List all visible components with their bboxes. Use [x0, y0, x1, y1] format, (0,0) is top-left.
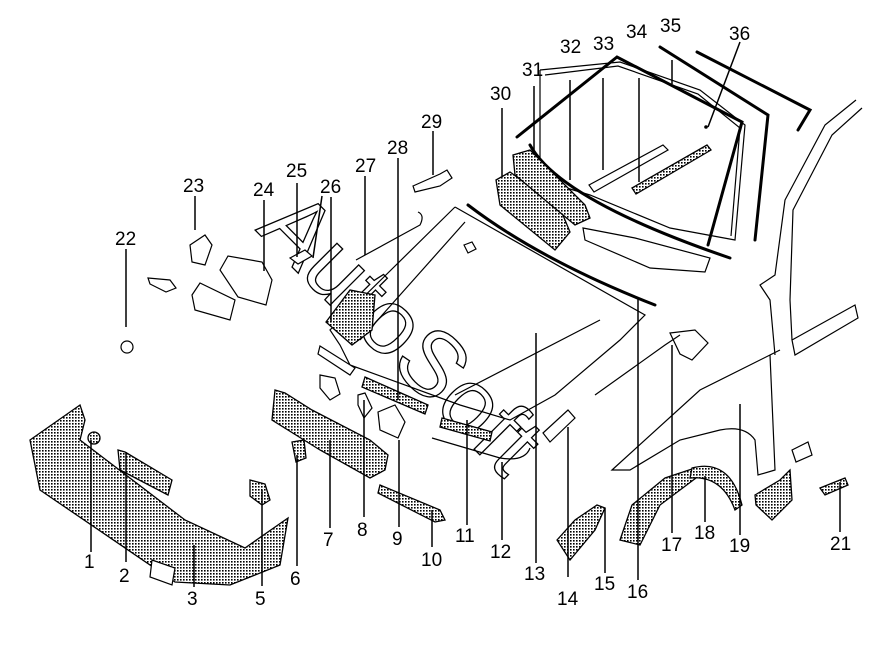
hood-seal	[466, 203, 657, 307]
callout-26: 26	[320, 177, 341, 198]
grille-trim-lower	[439, 417, 493, 442]
callout-18: 18	[694, 523, 715, 544]
bumper-bracket-right	[249, 479, 271, 506]
callout-19: 19	[729, 536, 750, 557]
reflector-strip	[317, 345, 356, 376]
lower-spoiler	[377, 484, 446, 523]
callout-35: 35	[660, 16, 681, 37]
callouts: 1 2 3 5 6 7 8 9 10 11 12 13 14 15 16 17 …	[84, 16, 851, 610]
callout-6: 6	[290, 569, 301, 590]
callout-30: 30	[490, 84, 511, 105]
bumper-grille-insert	[117, 449, 173, 496]
callout-27: 27	[355, 156, 376, 177]
bulb	[120, 340, 134, 354]
hood-lock-striker	[542, 409, 576, 443]
callout-2: 2	[119, 566, 130, 587]
grille-trim-upper	[361, 376, 429, 415]
callout-12: 12	[490, 542, 511, 563]
wiper-arm	[588, 144, 669, 193]
callout-23: 23	[183, 176, 204, 197]
grille-clip	[291, 439, 307, 463]
hood-latch-bracket	[319, 374, 341, 401]
callout-11: 11	[455, 526, 475, 547]
leader-lines	[90, 41, 841, 587]
callout-36: 36	[729, 24, 750, 45]
callout-14: 14	[557, 589, 579, 610]
plenum-housing	[495, 171, 571, 251]
side-repeater	[818, 477, 849, 496]
radiator-crossmember	[271, 389, 389, 479]
headlamp	[219, 255, 273, 306]
hood-release-cable	[431, 437, 531, 460]
callout-33: 33	[593, 34, 614, 55]
callout-5: 5	[255, 589, 266, 610]
callout-31: 31	[522, 60, 543, 81]
hood-release-lever	[669, 329, 709, 361]
callout-10: 10	[421, 550, 442, 571]
a-pillar	[759, 99, 863, 356]
callout-32: 32	[560, 37, 581, 58]
hood-insulation	[325, 289, 376, 346]
wiper-motor-cover	[512, 149, 591, 226]
wheel-arch-liner	[689, 465, 743, 512]
callout-34: 34	[626, 22, 648, 43]
callout-21: 21	[830, 534, 851, 555]
roof-moulding	[658, 45, 770, 242]
windshield-seal	[515, 55, 744, 247]
callout-29: 29	[421, 112, 442, 133]
hood-prop-rod	[355, 211, 423, 261]
lamp-bracket	[147, 277, 177, 293]
bumper-emblem	[87, 431, 101, 445]
headlamp-adjuster	[288, 249, 314, 265]
washer-nozzle	[463, 241, 477, 254]
fender-liner-front	[556, 504, 606, 562]
callout-24: 24	[253, 180, 275, 201]
callout-17: 17	[661, 535, 682, 556]
wiper-blade	[631, 144, 712, 195]
splash-shield	[619, 467, 701, 546]
callout-13: 13	[524, 564, 545, 585]
callout-15: 15	[594, 574, 615, 595]
callout-8: 8	[357, 520, 368, 541]
fog-lamp	[189, 234, 213, 266]
headlamp-lens	[191, 282, 236, 321]
callout-28: 28	[387, 138, 408, 159]
side-indicator	[791, 441, 813, 463]
callout-1: 1	[84, 552, 95, 573]
cowl-panel	[582, 227, 711, 273]
front-bumper	[29, 403, 289, 586]
callout-7: 7	[323, 530, 334, 551]
hood-striker	[357, 392, 373, 420]
licence-plate-bracket	[149, 559, 176, 586]
callout-9: 9	[392, 529, 403, 550]
callout-22: 22	[115, 229, 136, 250]
watermark: AutoSoft	[241, 172, 563, 494]
hood-hinge	[412, 169, 453, 193]
roof-trim-strip	[695, 50, 813, 132]
callout-25: 25	[286, 161, 307, 182]
hood	[329, 206, 646, 421]
rear-fender-liner	[754, 468, 793, 521]
hood-lock	[377, 404, 406, 439]
front-fender	[610, 349, 781, 476]
callout-16: 16	[627, 582, 648, 603]
release-cable-upper	[594, 334, 681, 396]
callout-3: 3	[187, 589, 198, 610]
